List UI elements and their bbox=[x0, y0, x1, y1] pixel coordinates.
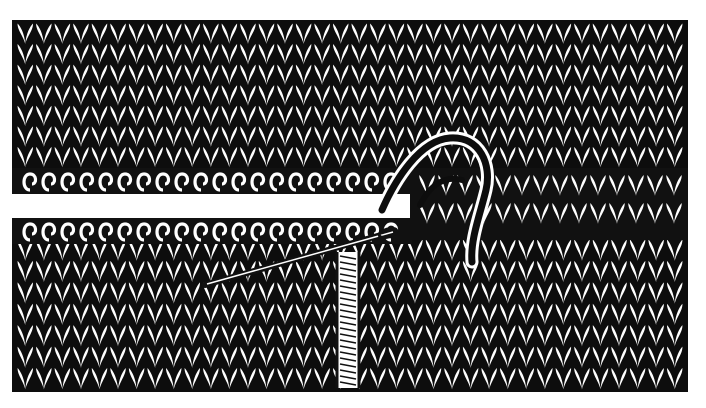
lower-live-loops bbox=[0, 196, 412, 244]
upper-knit-panel bbox=[12, 20, 688, 194]
upper-panel-fill bbox=[12, 20, 688, 188]
panel-gap bbox=[0, 196, 410, 216]
upper-bound-edge bbox=[12, 168, 412, 194]
graft-notch bbox=[688, 190, 706, 214]
vertical-seam bbox=[337, 252, 359, 388]
